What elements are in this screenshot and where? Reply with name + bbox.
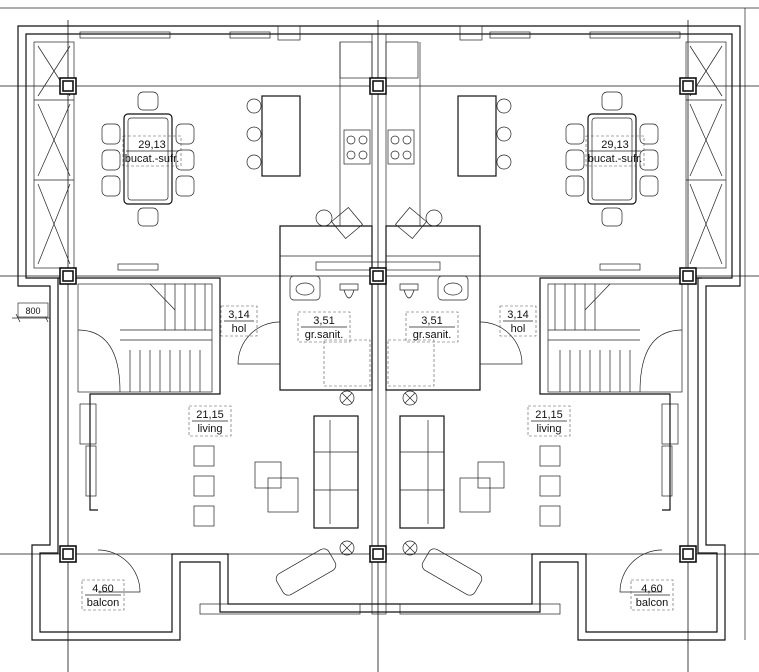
bath-fixtures-right xyxy=(387,275,469,387)
room-area: 29,13 xyxy=(138,139,166,151)
kitchen-island-right xyxy=(457,95,512,177)
balconies xyxy=(199,603,561,615)
room-name: balcon xyxy=(636,597,668,609)
room-area: 4,60 xyxy=(641,583,662,595)
room-label-kitchen-left: 29,13 bucat.-sufr. xyxy=(122,135,182,167)
room-label-box xyxy=(188,405,232,437)
room-label-box xyxy=(527,405,571,437)
room-area: 29,13 xyxy=(601,139,629,151)
columns xyxy=(59,77,697,563)
room-label-kitchen-right: 29,13 bucat.-sufr. xyxy=(585,135,645,167)
grid-axes xyxy=(0,20,759,672)
room-labels: 29,13 bucat.-sufr. 29,13 bucat.-sufr. 3,14 ho… xyxy=(81,135,674,611)
kitchen-island-left xyxy=(246,95,301,177)
room-area: 3,14 xyxy=(228,309,249,321)
room-area: 21,15 xyxy=(196,409,224,421)
top-windows xyxy=(79,25,681,41)
cushions-left xyxy=(193,445,215,527)
room-label-living-left: 21,15 living xyxy=(188,405,232,437)
room-label-box xyxy=(220,305,258,337)
room-label-hall-right: 3,14 hol xyxy=(499,305,537,337)
cushions-right xyxy=(539,445,561,527)
room-label-balcony-left: 4,60 balcon xyxy=(81,579,125,611)
party-wall xyxy=(371,33,387,615)
dining-set-right xyxy=(565,91,659,227)
stairs-left xyxy=(77,283,213,393)
room-name: hol xyxy=(232,323,247,335)
dining-set-left xyxy=(101,91,195,227)
room-area: 21,15 xyxy=(535,409,563,421)
room-label-box xyxy=(297,311,351,343)
stairs-right xyxy=(547,283,683,393)
sofa-left xyxy=(313,390,359,556)
room-name: hol xyxy=(511,323,526,335)
room-label-box xyxy=(405,311,459,343)
room-label-balcony-right: 4,60 balcon xyxy=(630,579,674,611)
sink-right xyxy=(395,207,443,239)
room-label-box xyxy=(630,579,674,611)
room-area: 4,60 xyxy=(92,583,113,595)
lounger-left xyxy=(254,461,337,596)
room-label-box xyxy=(499,305,537,337)
lounger-right xyxy=(421,461,505,596)
room-label-bath-left: 3,51 gr.sanit. xyxy=(297,311,351,343)
room-name: living xyxy=(536,423,561,435)
room-name: balcon xyxy=(87,597,119,609)
interior-walls xyxy=(58,41,702,511)
room-label-hall-left: 3,14 hol xyxy=(220,305,258,337)
hob-right xyxy=(387,129,415,165)
dimension-value: 800 xyxy=(25,306,40,316)
dimension-800: 800 xyxy=(12,302,50,323)
room-label-living-right: 21,15 living xyxy=(527,405,571,437)
room-name: bucat.-sufr. xyxy=(125,153,179,165)
room-label-box xyxy=(122,135,182,167)
room-name: bucat.-sufr. xyxy=(588,153,642,165)
sofa-right xyxy=(399,390,445,556)
hob-left xyxy=(343,129,371,165)
room-label-box xyxy=(585,135,645,167)
side-furniture xyxy=(79,263,679,497)
room-label-box xyxy=(81,579,125,611)
room-name: gr.sanit. xyxy=(413,329,452,341)
room-name: gr.sanit. xyxy=(305,329,344,341)
room-name: living xyxy=(197,423,222,435)
room-area: 3,14 xyxy=(507,309,528,321)
room-area: 3,51 xyxy=(421,315,442,327)
bath-fixtures-left xyxy=(289,275,371,387)
sink-left xyxy=(315,207,363,239)
room-label-bath-right: 3,51 gr.sanit. xyxy=(405,311,459,343)
room-area: 3,51 xyxy=(313,315,334,327)
